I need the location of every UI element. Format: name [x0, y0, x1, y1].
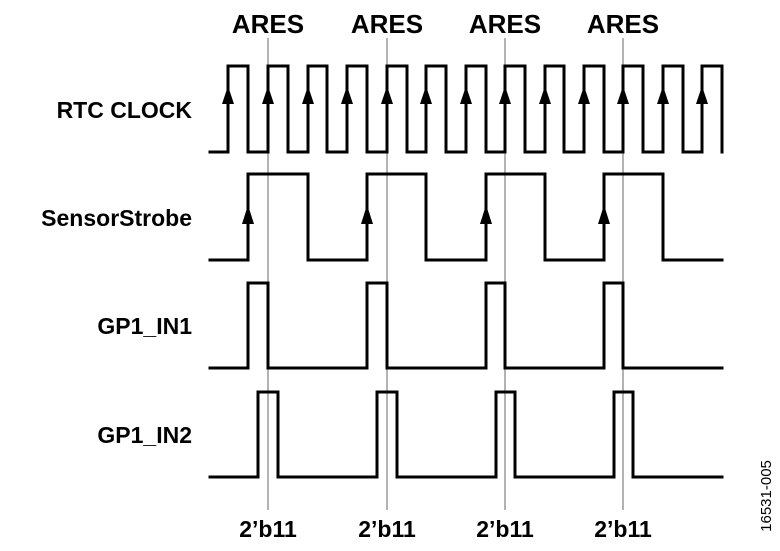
- top-label-4: ARES: [587, 9, 659, 39]
- figure-id: 16531-005: [758, 460, 775, 532]
- arrow-up-icon: [361, 205, 373, 224]
- signal-label-in2: GP1_IN2: [97, 422, 192, 448]
- top-labels: ARES ARES ARES ARES: [232, 9, 659, 39]
- bottom-label-2: 2’b11: [358, 516, 416, 542]
- signal-labels: RTC CLOCK SensorStrobe GP1_IN1 GP1_IN2: [41, 97, 192, 448]
- bottom-label-3: 2’b11: [476, 516, 534, 542]
- edge-arrows: [222, 86, 708, 224]
- arrow-up-icon: [222, 86, 234, 104]
- rtc-clock-waveform: [208, 64, 724, 154]
- signal-label-in1: GP1_IN1: [97, 313, 192, 339]
- top-label-3: ARES: [469, 9, 541, 39]
- arrow-up-icon: [696, 86, 708, 104]
- signal-label-strobe: SensorStrobe: [41, 205, 192, 231]
- arrow-up-icon: [242, 205, 254, 224]
- waveforms: [208, 64, 724, 479]
- signal-label-rtc: RTC CLOCK: [57, 97, 193, 123]
- arrow-up-icon: [499, 86, 511, 104]
- gp1-in2-waveform: [208, 390, 724, 479]
- bottom-label-4: 2’b11: [594, 516, 652, 542]
- sensor-strobe-waveform: [208, 172, 724, 262]
- arrow-up-icon: [578, 86, 590, 104]
- arrow-up-icon: [657, 86, 669, 104]
- bottom-labels: 2’b11 2’b11 2’b11 2’b11: [239, 516, 652, 542]
- arrow-up-icon: [539, 86, 551, 104]
- arrow-up-icon: [381, 86, 393, 104]
- arrow-up-icon: [617, 86, 629, 104]
- arrow-up-icon: [302, 86, 314, 104]
- top-label-1: ARES: [232, 9, 304, 39]
- gp1-in1-waveform: [208, 281, 724, 370]
- top-label-2: ARES: [351, 9, 423, 39]
- arrow-up-icon: [460, 86, 472, 104]
- arrow-up-icon: [420, 86, 432, 104]
- arrow-up-icon: [598, 205, 610, 224]
- arrow-up-icon: [262, 86, 274, 104]
- bottom-label-1: 2’b11: [239, 516, 297, 542]
- arrow-up-icon: [480, 205, 492, 224]
- arrow-up-icon: [341, 86, 353, 104]
